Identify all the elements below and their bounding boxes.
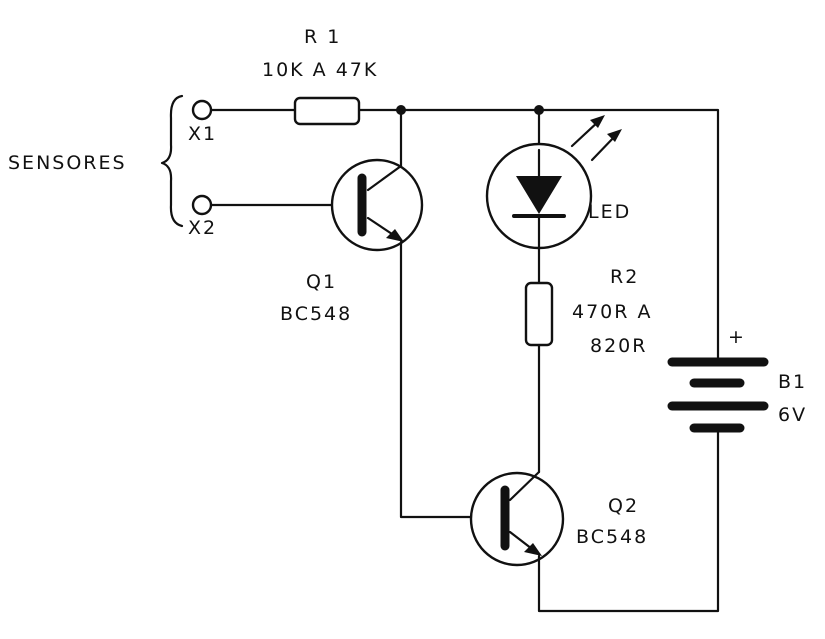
led-light-arrow-head bbox=[607, 129, 622, 142]
terminal-x2[interactable] bbox=[191, 194, 213, 216]
resistor-r1 bbox=[293, 96, 361, 126]
transistor-q1 bbox=[330, 158, 424, 252]
terminal-x1[interactable] bbox=[191, 99, 213, 121]
q2-collector-lead bbox=[508, 470, 541, 502]
q1-collector-lead bbox=[366, 108, 403, 192]
sensor-brace bbox=[160, 94, 184, 228]
led-light-arrow-head bbox=[590, 115, 605, 128]
r2-value-label-1: 470R A bbox=[572, 301, 653, 323]
q2-name-label: Q2 bbox=[608, 495, 639, 517]
sensores-label: SENSORES bbox=[8, 152, 127, 174]
led-triangle bbox=[516, 176, 562, 214]
led-label: LED bbox=[588, 201, 631, 223]
b1-value-label: 6V bbox=[778, 404, 807, 426]
r1-name-label: R 1 bbox=[304, 26, 341, 48]
transistor-q2 bbox=[469, 471, 565, 567]
wire-q1-emitter-to-q2-base bbox=[399, 240, 502, 519]
resistor-r2 bbox=[524, 281, 554, 347]
q1-emitter-arrow bbox=[386, 229, 404, 242]
wire-q2-emitter-return bbox=[537, 428, 720, 613]
r1-value-label: 10K A 47K bbox=[262, 59, 378, 81]
b1-plus-label: + bbox=[728, 326, 746, 348]
q1-name-label: Q1 bbox=[306, 271, 337, 293]
r2-value-label-2: 820R bbox=[590, 335, 647, 357]
q2-part-label: BC548 bbox=[576, 526, 648, 548]
x2-label: X2 bbox=[188, 217, 217, 239]
x1-label: X1 bbox=[188, 123, 217, 145]
wire-top-rail bbox=[208, 108, 720, 364]
q2-emitter-arrow bbox=[524, 543, 542, 556]
b1-name-label: B1 bbox=[778, 371, 807, 393]
q1-part-label: BC548 bbox=[280, 303, 352, 325]
r2-name-label: R2 bbox=[610, 266, 639, 288]
